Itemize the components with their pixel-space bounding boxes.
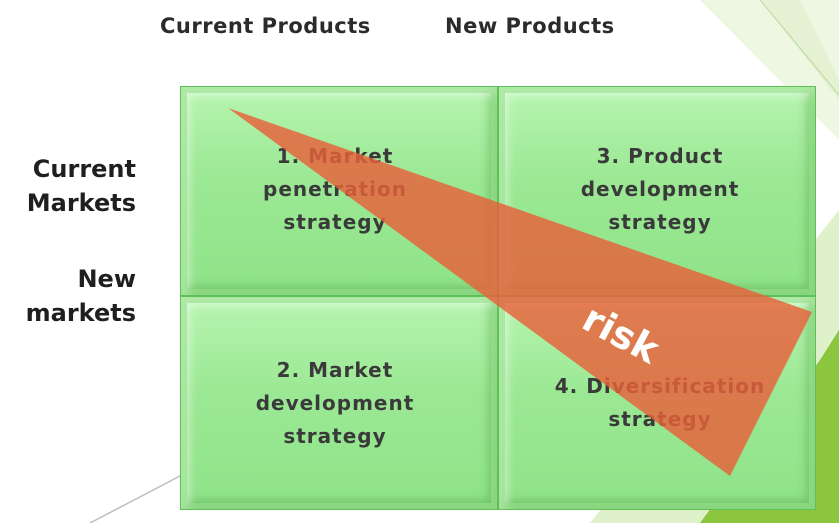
cell-text-line: strategy (283, 424, 387, 448)
cell-text-line: 2. Market (276, 358, 394, 382)
cell-text-product-development: 3. Product development strategy (510, 140, 810, 239)
row-header-new-markets: New markets (4, 262, 136, 330)
cell-text-line: 3. Product (596, 144, 724, 168)
risk-wedge-shape (228, 108, 812, 476)
row-header-new-markets-line-2: markets (25, 299, 136, 327)
cell-text-line: development (255, 391, 415, 415)
column-header-current-products: Current Products (160, 14, 371, 38)
column-header-new-products: New Products (445, 14, 615, 38)
cell-text-line: strategy (608, 210, 712, 234)
cell-text-line: development (580, 177, 740, 201)
row-header-current-markets: Current Markets (4, 152, 136, 220)
cell-text-line: strategy (283, 210, 387, 234)
cell-text-market-development: 2. Market development strategy (185, 354, 485, 453)
cell-market-development (180, 296, 498, 510)
row-header-new-markets-line-1: New (77, 265, 136, 293)
row-header-current-markets-line-2: Markets (26, 189, 136, 217)
row-header-current-markets-line-1: Current (32, 155, 136, 183)
